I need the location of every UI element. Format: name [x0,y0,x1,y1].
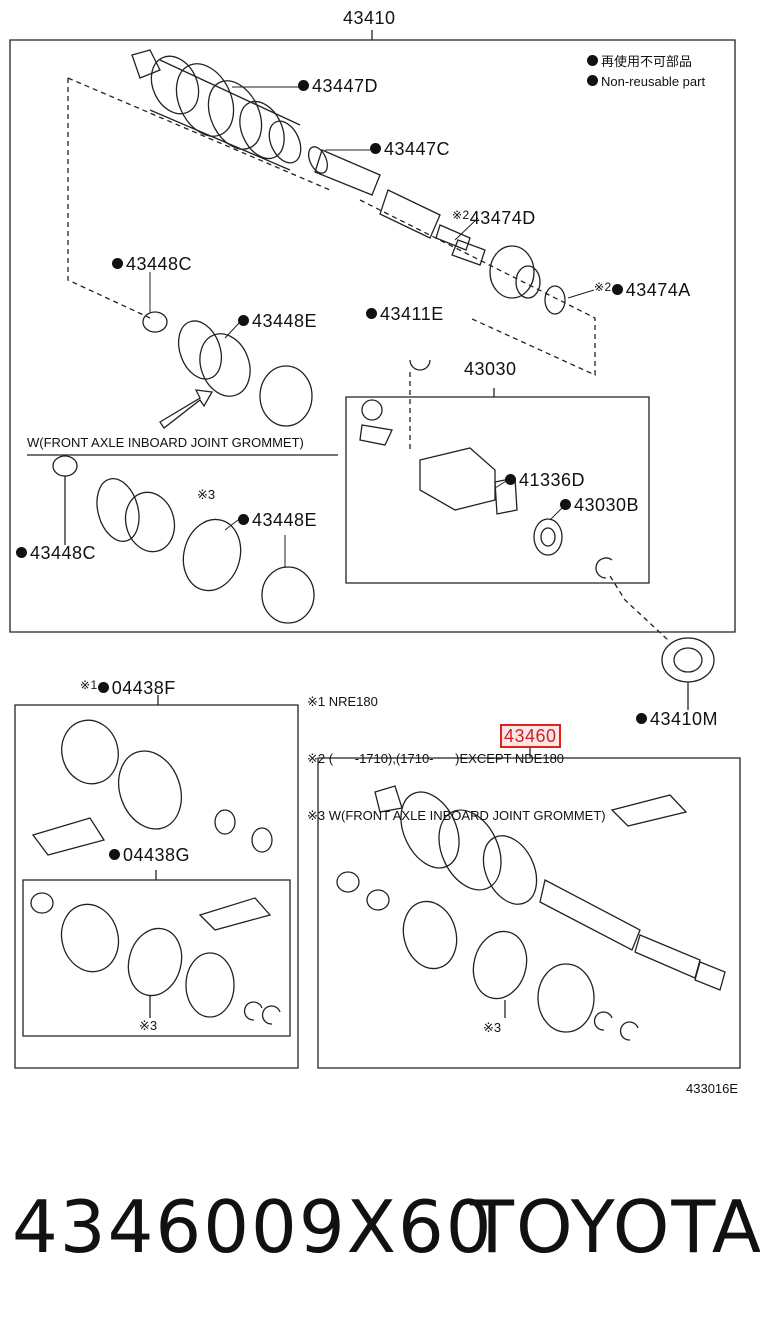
mark-3-kit: ※3 [139,1018,158,1033]
legend-jp: 再使用不可部品 [601,54,693,69]
label-41336D[interactable]: 41336D [505,470,585,491]
part-number-title: 4346009X60 [12,1185,494,1269]
notes: ※1 NRE180 ※2 ( -1710),(1710- )EXCEPT NDE… [307,654,606,844]
brand-title: TOYOTA [470,1185,760,1269]
label-43410: 43410 [343,8,396,28]
shaft [314,149,486,266]
bullet-icon [560,498,571,510]
bullet-icon [587,75,598,87]
label-04438F[interactable]: ※1 04438F [80,678,176,699]
figure-code: 433016E [686,1081,739,1096]
part-number: 43474D [469,208,536,228]
part-number: 43447C [384,139,451,159]
label-43030[interactable]: 43030 [464,359,517,379]
label-43447D[interactable]: 43447D [298,76,378,97]
bullet-icon [109,848,120,860]
legend: 再使用不可部品 Non-reusable part [587,52,705,92]
label-43474D[interactable]: ※243474D [452,208,536,229]
dashed-outline [67,77,596,377]
label-43030B[interactable]: 43030B [560,495,639,516]
part-number: 43410M [650,709,719,729]
bullet-icon [587,55,598,67]
outer-joint-boot [131,49,302,171]
mark-3-assembly: ※3 [483,1020,502,1035]
label-43448C-top[interactable]: 43448C [112,254,192,275]
mark-3-top: ※3 [197,487,216,502]
highlighted-part-number: 43460 [500,724,561,748]
part-number: 43448E [252,510,318,530]
dynamic-damper [489,245,541,299]
part-number: 43030B [574,495,640,515]
note-3: ※3 W(FRONT AXLE INBOARD JOINT GROMMET) [307,808,606,823]
tripod-frame [345,396,650,584]
label-43447C[interactable]: 43447C [370,139,450,160]
bullet-icon [16,546,27,558]
note-mark: ※2 [452,208,470,222]
part-number: 04438F [111,678,176,698]
part-number: 04438G [123,845,191,865]
inboard-boot-top [177,320,313,427]
bullet-icon [636,712,647,724]
legend-en: Non-reusable part [601,74,706,89]
kit-frame-left [14,704,299,1069]
label-43448C-bottom[interactable]: 43448C [16,543,96,564]
bullet-icon [238,513,249,525]
assembly-frame-right [317,757,741,1069]
top-frame [9,39,736,633]
note-mark: ※1 [80,678,98,692]
assembly-shaft [374,785,726,991]
bullet-icon [370,142,381,154]
note-1: ※1 NRE180 [307,694,378,709]
note-2: ※2 ( -1710),(1710- )EXCEPT NDE180 [307,751,565,766]
note-mark: ※2 [594,280,612,294]
label-43474A[interactable]: ※2 43474A [594,280,691,301]
label-43410M[interactable]: 43410M [636,709,718,730]
bullet-icon [505,473,516,485]
inboard-boot-bottom [96,478,176,553]
part-number: 43448C [30,543,97,563]
bullet-icon [611,283,623,295]
part-number: 43474A [625,280,691,300]
bullet-icon [112,257,123,269]
bullet-icon [298,79,309,91]
part-number: 41336D [519,470,586,490]
part-number: 43411E [380,304,444,324]
kit-frame-inner [22,879,291,1037]
grommet-caption: W(FRONT AXLE INBOARD JOINT GROMMET) [27,435,304,450]
bullet-icon [238,314,249,326]
part-number: 43448E [252,311,318,331]
bullet-icon [366,307,377,319]
label-43448E-bottom[interactable]: 43448E [238,510,317,531]
part-number: 43448C [126,254,193,274]
part-number: 43447D [312,76,379,96]
tripod-joint [359,399,518,515]
label-04438G[interactable]: 04438G [109,845,190,866]
label-43448E-top[interactable]: 43448E [238,311,317,332]
bullet-icon [97,681,109,693]
label-43460[interactable]: 43460 [500,724,561,748]
grommet-ring [182,518,242,592]
label-43411E[interactable]: 43411E [366,304,444,325]
